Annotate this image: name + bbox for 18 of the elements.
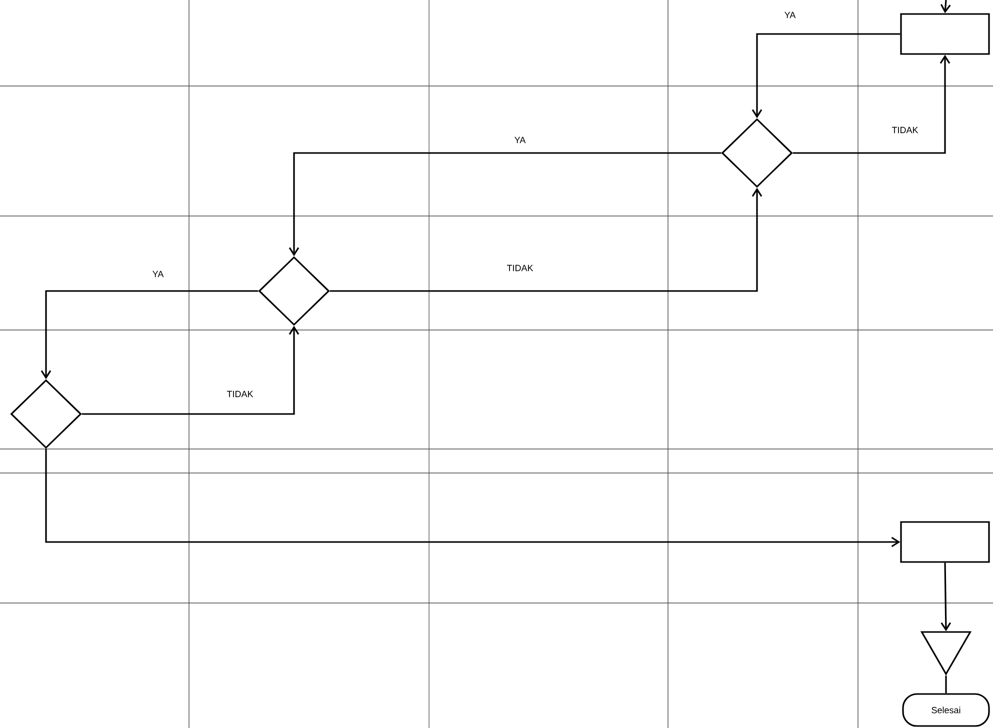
terminator: Selesai [902, 693, 990, 727]
process-box [900, 13, 990, 55]
edge-label: TIDAK [890, 126, 920, 134]
arrow [940, 0, 951, 14]
arrow [288, 152, 722, 256]
arrow [40, 290, 258, 380]
arrow [792, 54, 950, 154]
arrow [330, 188, 762, 292]
process-box [900, 521, 990, 563]
edge-label: TIDAK [506, 264, 534, 272]
edge-label: TIDAK [226, 390, 254, 398]
edge-label: YA [513, 136, 527, 144]
edge-label: YA [783, 10, 797, 20]
arrow [940, 562, 952, 632]
edge-label: YA [151, 270, 165, 278]
arrow [45, 448, 900, 548]
arrow [82, 326, 300, 415]
arrow [752, 33, 900, 118]
